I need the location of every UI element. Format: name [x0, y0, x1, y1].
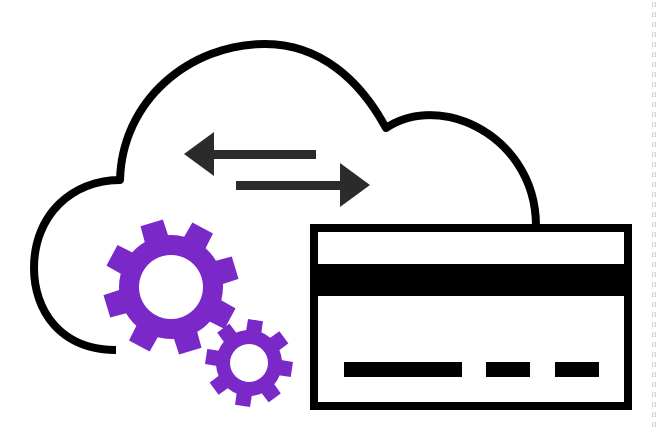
card-number-segment — [344, 362, 462, 377]
gear-icon-large — [103, 219, 239, 355]
gear-hole — [230, 344, 268, 382]
gear-hole — [139, 255, 203, 319]
edge-pattern-strip: ẞ ẞ ẞ ẞ ẞ ẞ ẞ ẞ ẞ ẞ ẞ ẞ ẞ ẞ ẞ ẞ ẞ ẞ ẞ ẞ … — [651, 1, 657, 429]
card-number-segment — [555, 362, 599, 377]
credit-card-icon — [310, 224, 632, 410]
cloud-icon — [30, 40, 540, 354]
card-magnetic-stripe — [318, 264, 624, 296]
gear-icon-small — [205, 319, 293, 407]
exchange-arrows-icon — [184, 132, 370, 207]
card-number-segment — [486, 362, 530, 377]
